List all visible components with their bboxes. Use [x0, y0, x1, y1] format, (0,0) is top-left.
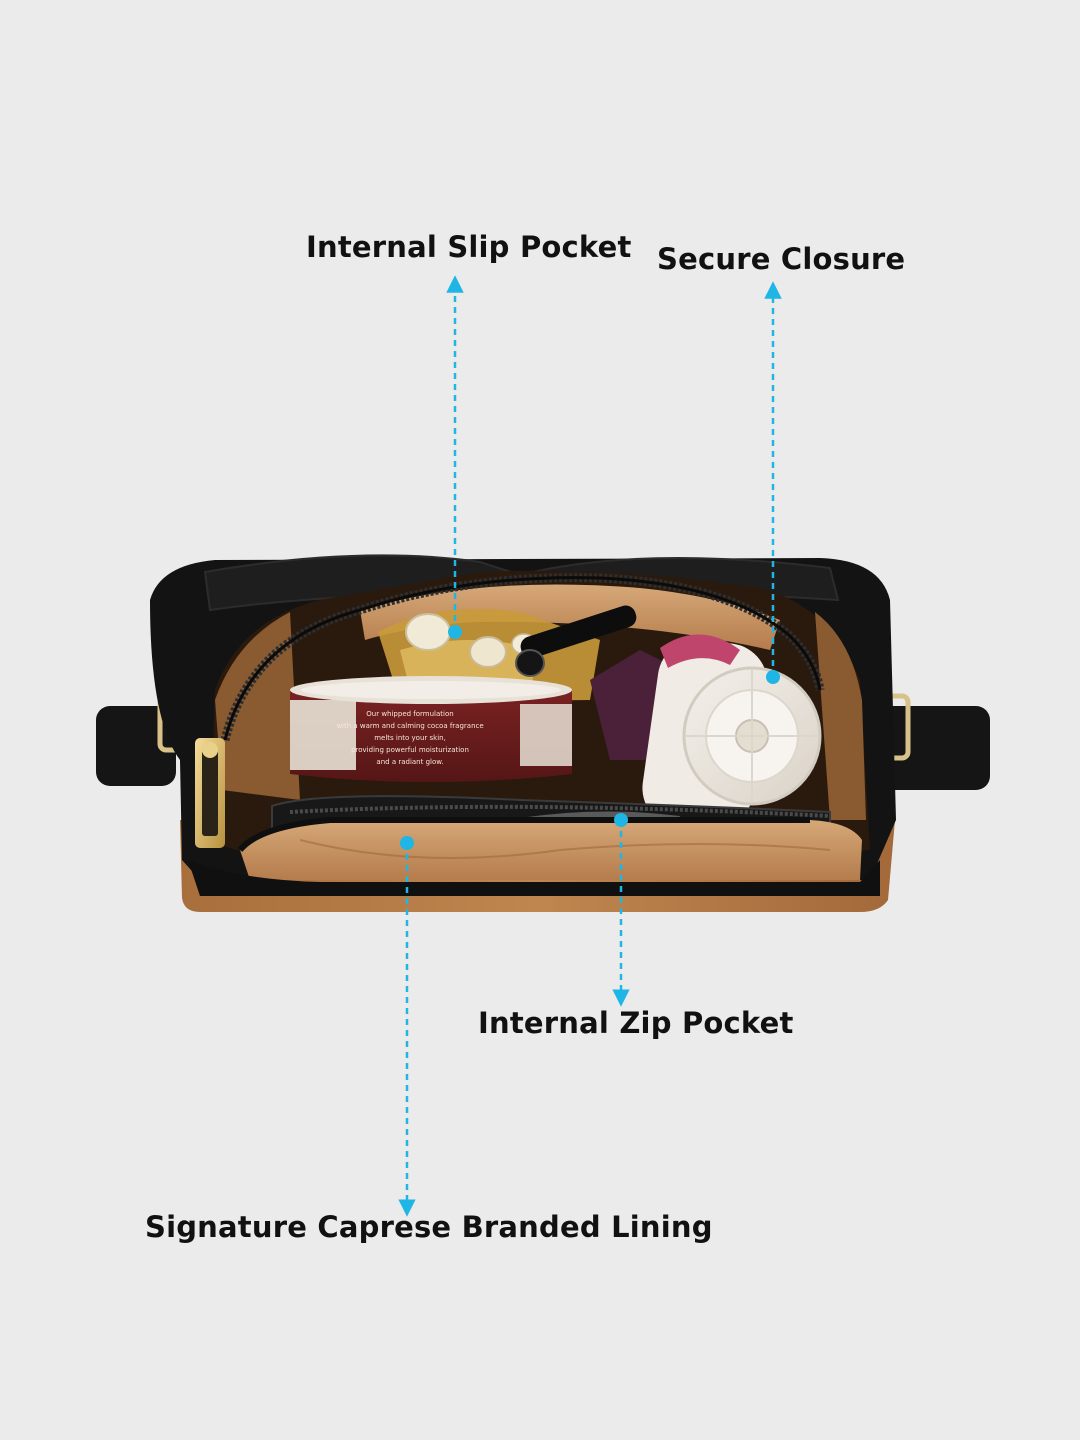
callout-secure-closure: Secure Closure — [657, 242, 906, 276]
eyeliner-pen — [515, 605, 637, 677]
callout-signature-lining: Signature Caprese Branded Lining — [145, 1210, 713, 1244]
callout-internal-slip-pocket: Internal Slip Pocket — [306, 230, 632, 264]
lining-left — [215, 612, 300, 800]
body-butter-tin: Our whipped formulation with a warm and … — [290, 676, 572, 782]
lining-right — [815, 612, 866, 820]
tin-text-line4: providing powerful moisturization — [351, 746, 469, 754]
internal-slip-pocket — [360, 584, 780, 650]
tin-text-line3: melts into your skin, — [374, 734, 446, 742]
zipper-pull — [195, 738, 225, 848]
callout-lines — [398, 275, 782, 1217]
callout-internal-zip-pocket: Internal Zip Pocket — [478, 1006, 794, 1040]
tin-text-line2: with a warm and calming cocoa fragrance — [336, 722, 483, 730]
tin-text-line1: Our whipped formulation — [366, 710, 453, 718]
branded-lining — [240, 820, 862, 880]
spray-bottle — [642, 634, 822, 833]
bag-front-rim — [188, 860, 880, 896]
tin-text-line5: and a radiant glow. — [376, 758, 443, 766]
